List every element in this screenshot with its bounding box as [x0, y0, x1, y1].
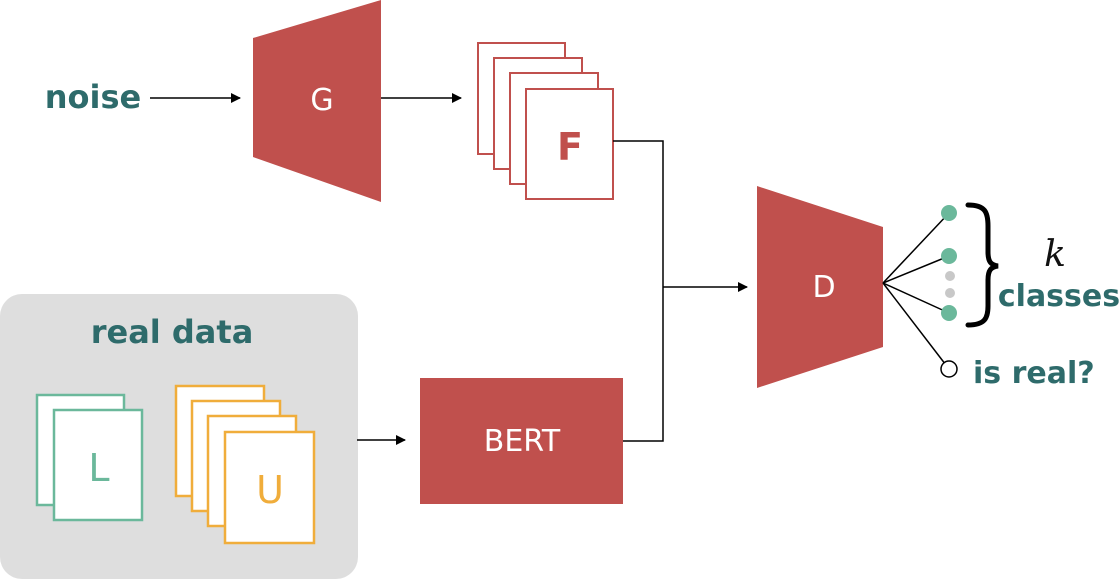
- classes-label: classes: [998, 279, 1120, 314]
- labeled-doc-stack: L: [35, 393, 144, 522]
- line-to-real-node: [882, 282, 950, 370]
- fake-doc-stack: F: [477, 42, 614, 200]
- classes-brace: [965, 202, 999, 328]
- class-node-2: [941, 248, 957, 264]
- labeled-doc-label: L: [88, 446, 109, 490]
- fake-doc-4: [525, 88, 614, 200]
- bert-label: BERT: [484, 424, 561, 459]
- labeled-doc-front: [52, 408, 144, 522]
- output-connector-lines: [882, 212, 950, 370]
- line-to-class-1: [882, 212, 950, 284]
- unlabeled-doc-4: [223, 430, 316, 545]
- ellipsis-dot-1: [945, 271, 955, 281]
- is-real-label: is real?: [973, 356, 1095, 391]
- unlabeled-doc-label: U: [256, 468, 284, 512]
- line-to-class-2: [882, 255, 950, 284]
- real-node: [940, 360, 958, 378]
- fake-doc-label: F: [557, 125, 583, 169]
- class-node-1: [941, 205, 957, 221]
- ellipsis-dot-2: [945, 288, 955, 298]
- bert-block: [420, 378, 623, 504]
- discriminator-label: D: [812, 270, 835, 305]
- real-data-title: real data: [91, 313, 254, 351]
- generator-block: [253, 0, 381, 202]
- discriminator-block: [757, 186, 883, 388]
- noise-label: noise: [45, 78, 141, 116]
- unlabeled-doc-stack: U: [174, 384, 316, 545]
- k-symbol: k: [1044, 234, 1066, 275]
- line-to-class-k: [882, 282, 950, 314]
- generator-label: G: [310, 83, 333, 118]
- fake-to-merge-line: [613, 140, 664, 442]
- class-node-k: [941, 305, 957, 321]
